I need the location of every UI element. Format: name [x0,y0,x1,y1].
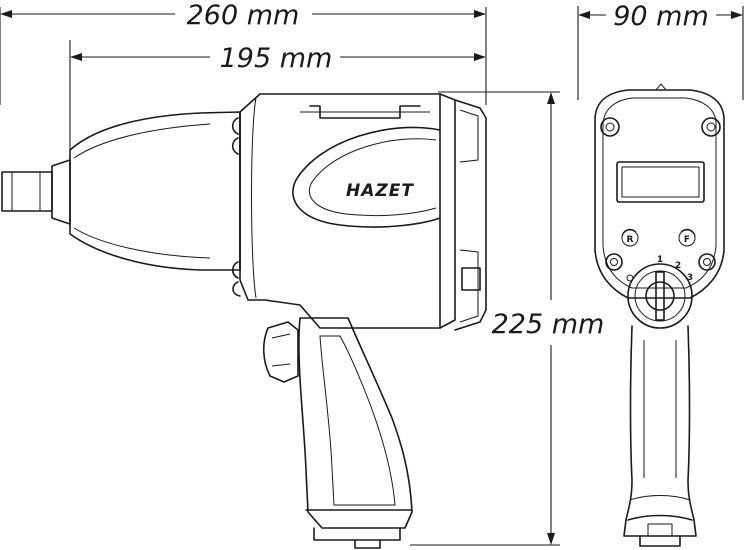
bolt-bottom-right [698,253,716,271]
forward-label: F [684,235,690,245]
overall-length-label: 260 mm [187,0,300,31]
side-view: HAZET [1,93,487,549]
dimension-body-length: 195 mm [69,40,486,150]
motor-housing [239,93,456,329]
arrowhead [547,533,555,545]
arrowhead [547,92,555,104]
forward-rotation-icon: F [678,228,696,247]
bolt-top-right [701,117,721,137]
dimension-overall-length: 260 mm [0,0,487,105]
rear-cap [454,99,487,331]
reverse-rotation-icon: R [621,228,639,247]
width-label: 90 mm [613,1,709,32]
reverse-label: R [627,235,634,245]
power-level-3: 3 [687,273,693,283]
dimension-height: 225 mm [410,91,605,546]
height-label: 225 mm [492,309,605,340]
coupling-ribs [231,111,241,297]
hammer-case [69,111,241,271]
power-level-1: 1 [657,255,663,265]
bolt-top-left [600,117,620,137]
trigger [262,321,299,383]
label-plate [616,161,705,203]
power-regulator-dial: 1 2 3 [626,255,693,329]
arrowhead [474,10,486,18]
body-length-label: 195 mm [220,43,333,74]
pistol-grip [298,317,413,549]
square-drive-anvil [1,159,71,225]
rear-handle [623,325,697,547]
arrowhead [731,11,743,19]
dimension-width: 90 mm [577,1,744,100]
arrowhead [0,10,12,18]
bolt-bottom-left [605,253,623,271]
logo-badge: HAZET [292,126,441,228]
power-level-2: 2 [675,261,681,271]
housing-bolts [600,117,721,271]
direction-symbols: R F [621,228,696,247]
rear-housing-outline [594,83,725,299]
arrowhead [578,11,590,19]
rear-view: R F 1 2 3 [594,83,725,547]
hazet-logo-text: HAZET [346,181,414,201]
arrowhead [474,53,486,61]
arrowhead [70,53,82,61]
